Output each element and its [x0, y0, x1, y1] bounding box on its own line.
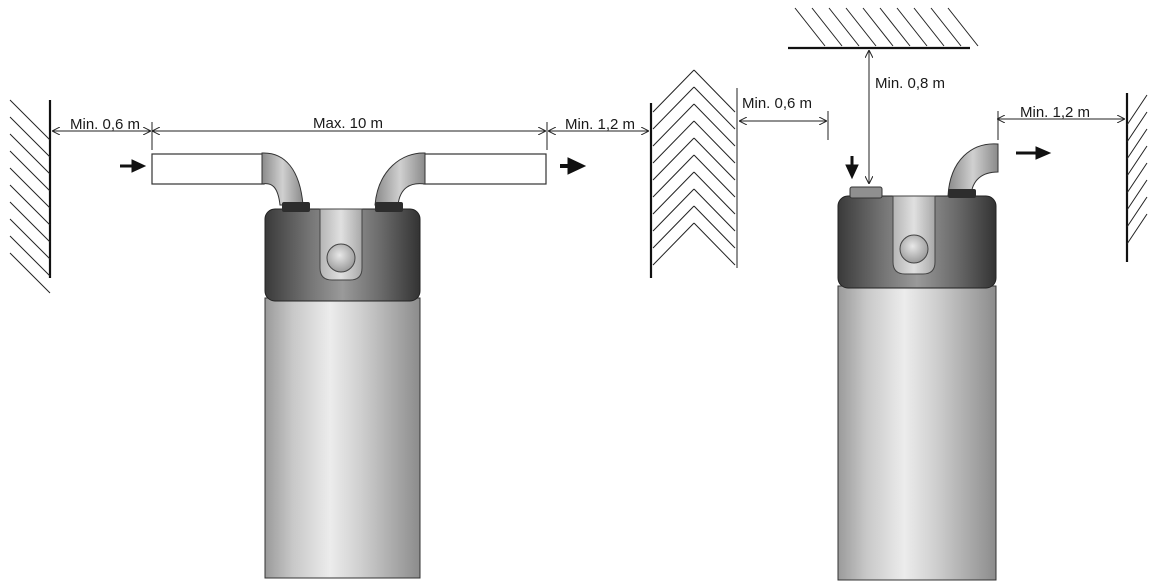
hatch-line [693, 222, 736, 266]
hatch-line [9, 116, 51, 158]
right-outlet-arrow-icon [1016, 146, 1052, 160]
hatch-line [652, 188, 695, 232]
right-heat-pump-tank [837, 143, 999, 581]
hatch-line [652, 154, 695, 198]
hatch-line [9, 150, 51, 192]
hatch-line [896, 7, 928, 47]
hatch-line [652, 69, 695, 113]
hatch-line [652, 120, 695, 164]
left-clearance-dimension: Min. 0,6 m [53, 116, 150, 133]
ceiling [788, 7, 979, 50]
hatch-line [1126, 196, 1148, 228]
left-heat-pump-tank [264, 202, 421, 579]
hatch-line [794, 7, 826, 47]
hatch-line [652, 137, 695, 181]
right-setup-left-clearance-label: Min. 0,6 m [742, 95, 812, 112]
hatch-line [828, 7, 860, 47]
right-control-knob-icon [899, 234, 929, 264]
right-setup-left-clearance-dimension: Min. 0,6 m [740, 95, 829, 140]
hatch-line [9, 167, 51, 209]
hatch-line [913, 7, 945, 47]
hatch-line [1126, 213, 1148, 245]
hatch-line [811, 7, 843, 47]
hatch-line [862, 7, 894, 47]
hatch-line [652, 222, 695, 266]
hatch-line [1126, 179, 1148, 211]
left-control-knob-icon [326, 243, 356, 273]
hatch-line [693, 188, 736, 232]
hatch-line [693, 137, 736, 181]
hatch-line [1126, 145, 1148, 177]
hatch-line [879, 7, 911, 47]
hatch-line [9, 99, 51, 141]
hatch-line [693, 86, 736, 130]
hatch-line [1126, 94, 1148, 126]
hatch-line [693, 171, 736, 215]
hatch-line [845, 7, 877, 47]
ceiling-clearance-label: Min. 0,8 m [875, 75, 945, 92]
hatch-line [693, 154, 736, 198]
hatch-line [1126, 128, 1148, 160]
left-inlet-arrow-icon [120, 159, 147, 173]
hatch-line [652, 171, 695, 215]
right-clearance-label: Min. 1,2 m [565, 116, 635, 133]
hatch-line [652, 103, 695, 147]
max-length-label: Max. 10 m [313, 115, 383, 132]
hatch-line [652, 86, 695, 130]
left-wall [9, 99, 52, 294]
left-inlet-duct [151, 152, 304, 206]
right-clearance-dimension: Min. 1,2 m [549, 116, 648, 133]
left-outlet-duct [374, 152, 547, 206]
hatch-line [693, 103, 736, 147]
right-setup-right-clearance-label: Min. 1,2 m [1020, 104, 1090, 121]
hatch-line [930, 7, 962, 47]
hatch-line [652, 205, 695, 249]
right-inlet-arrow-icon [845, 156, 859, 180]
hatch-line [693, 205, 736, 249]
middle-wall [649, 69, 738, 278]
hatch-line [693, 120, 736, 164]
hatch-line [1126, 162, 1148, 194]
hatch-line [1126, 111, 1148, 143]
hatch-line [693, 69, 736, 113]
ceiling-clearance-dimension: Min. 0,8 m [869, 51, 945, 183]
hatch-line [9, 252, 51, 294]
hatch-line [9, 201, 51, 243]
hatch-line [9, 133, 51, 175]
right-setup-right-clearance-dimension: Min. 1,2 m [998, 104, 1124, 140]
hatch-line [9, 184, 51, 226]
left-clearance-label: Min. 0,6 m [70, 116, 140, 133]
max-length-dimension: Max. 10 m [153, 115, 545, 132]
hatch-line [947, 7, 979, 47]
hatch-line [9, 235, 51, 277]
left-outlet-arrow-icon [560, 157, 587, 175]
hatch-line [9, 218, 51, 260]
right-wall [1125, 93, 1148, 262]
